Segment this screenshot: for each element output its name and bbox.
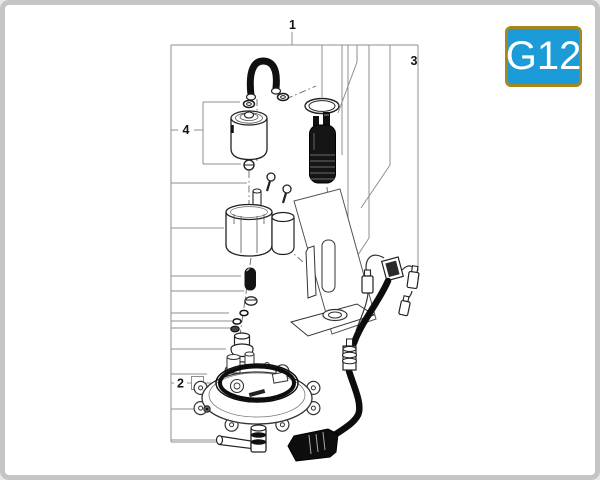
callout-labels: 1 2 3 4	[177, 18, 418, 391]
inline-union	[342, 338, 357, 371]
base-plate	[289, 303, 376, 337]
callout-4: 4	[183, 123, 190, 137]
fuel-filter	[230, 110, 268, 171]
pump-lock-ring	[304, 97, 340, 115]
harness-connector-small-right2	[398, 295, 411, 317]
flange-bolt	[203, 405, 211, 413]
washer-stack	[230, 309, 249, 333]
callout-1: 1	[289, 18, 296, 32]
power-cable	[287, 277, 392, 462]
harness-connector-small-left	[361, 269, 374, 294]
diagram-code-label: G12	[505, 34, 582, 78]
callout-2: 2	[177, 377, 184, 391]
callout-4-bracket	[171, 101, 241, 165]
callout-3: 3	[411, 54, 418, 68]
o-ring-seal	[215, 363, 299, 403]
outlet-elbow-fitting	[215, 424, 267, 453]
mounting-screws	[265, 172, 292, 204]
exploded-parts-diagram: 1 2 3 4	[170, 18, 420, 462]
cable-plug-connector	[287, 428, 339, 462]
hose-grommets	[242, 92, 290, 109]
sender-bracket	[305, 239, 336, 299]
harness-connector-small-right1	[406, 265, 420, 290]
rubber-damper	[244, 267, 258, 306]
reservoir-cup	[225, 188, 295, 257]
fuel-pump	[309, 112, 336, 184]
o-ring-seal-inner	[218, 364, 296, 402]
wiring-harness	[355, 254, 420, 332]
diagram-code-badge[interactable]: G12	[505, 26, 582, 87]
flange-plate	[193, 351, 321, 432]
harness-connector-block	[380, 256, 405, 282]
fuel-hose	[245, 57, 282, 101]
